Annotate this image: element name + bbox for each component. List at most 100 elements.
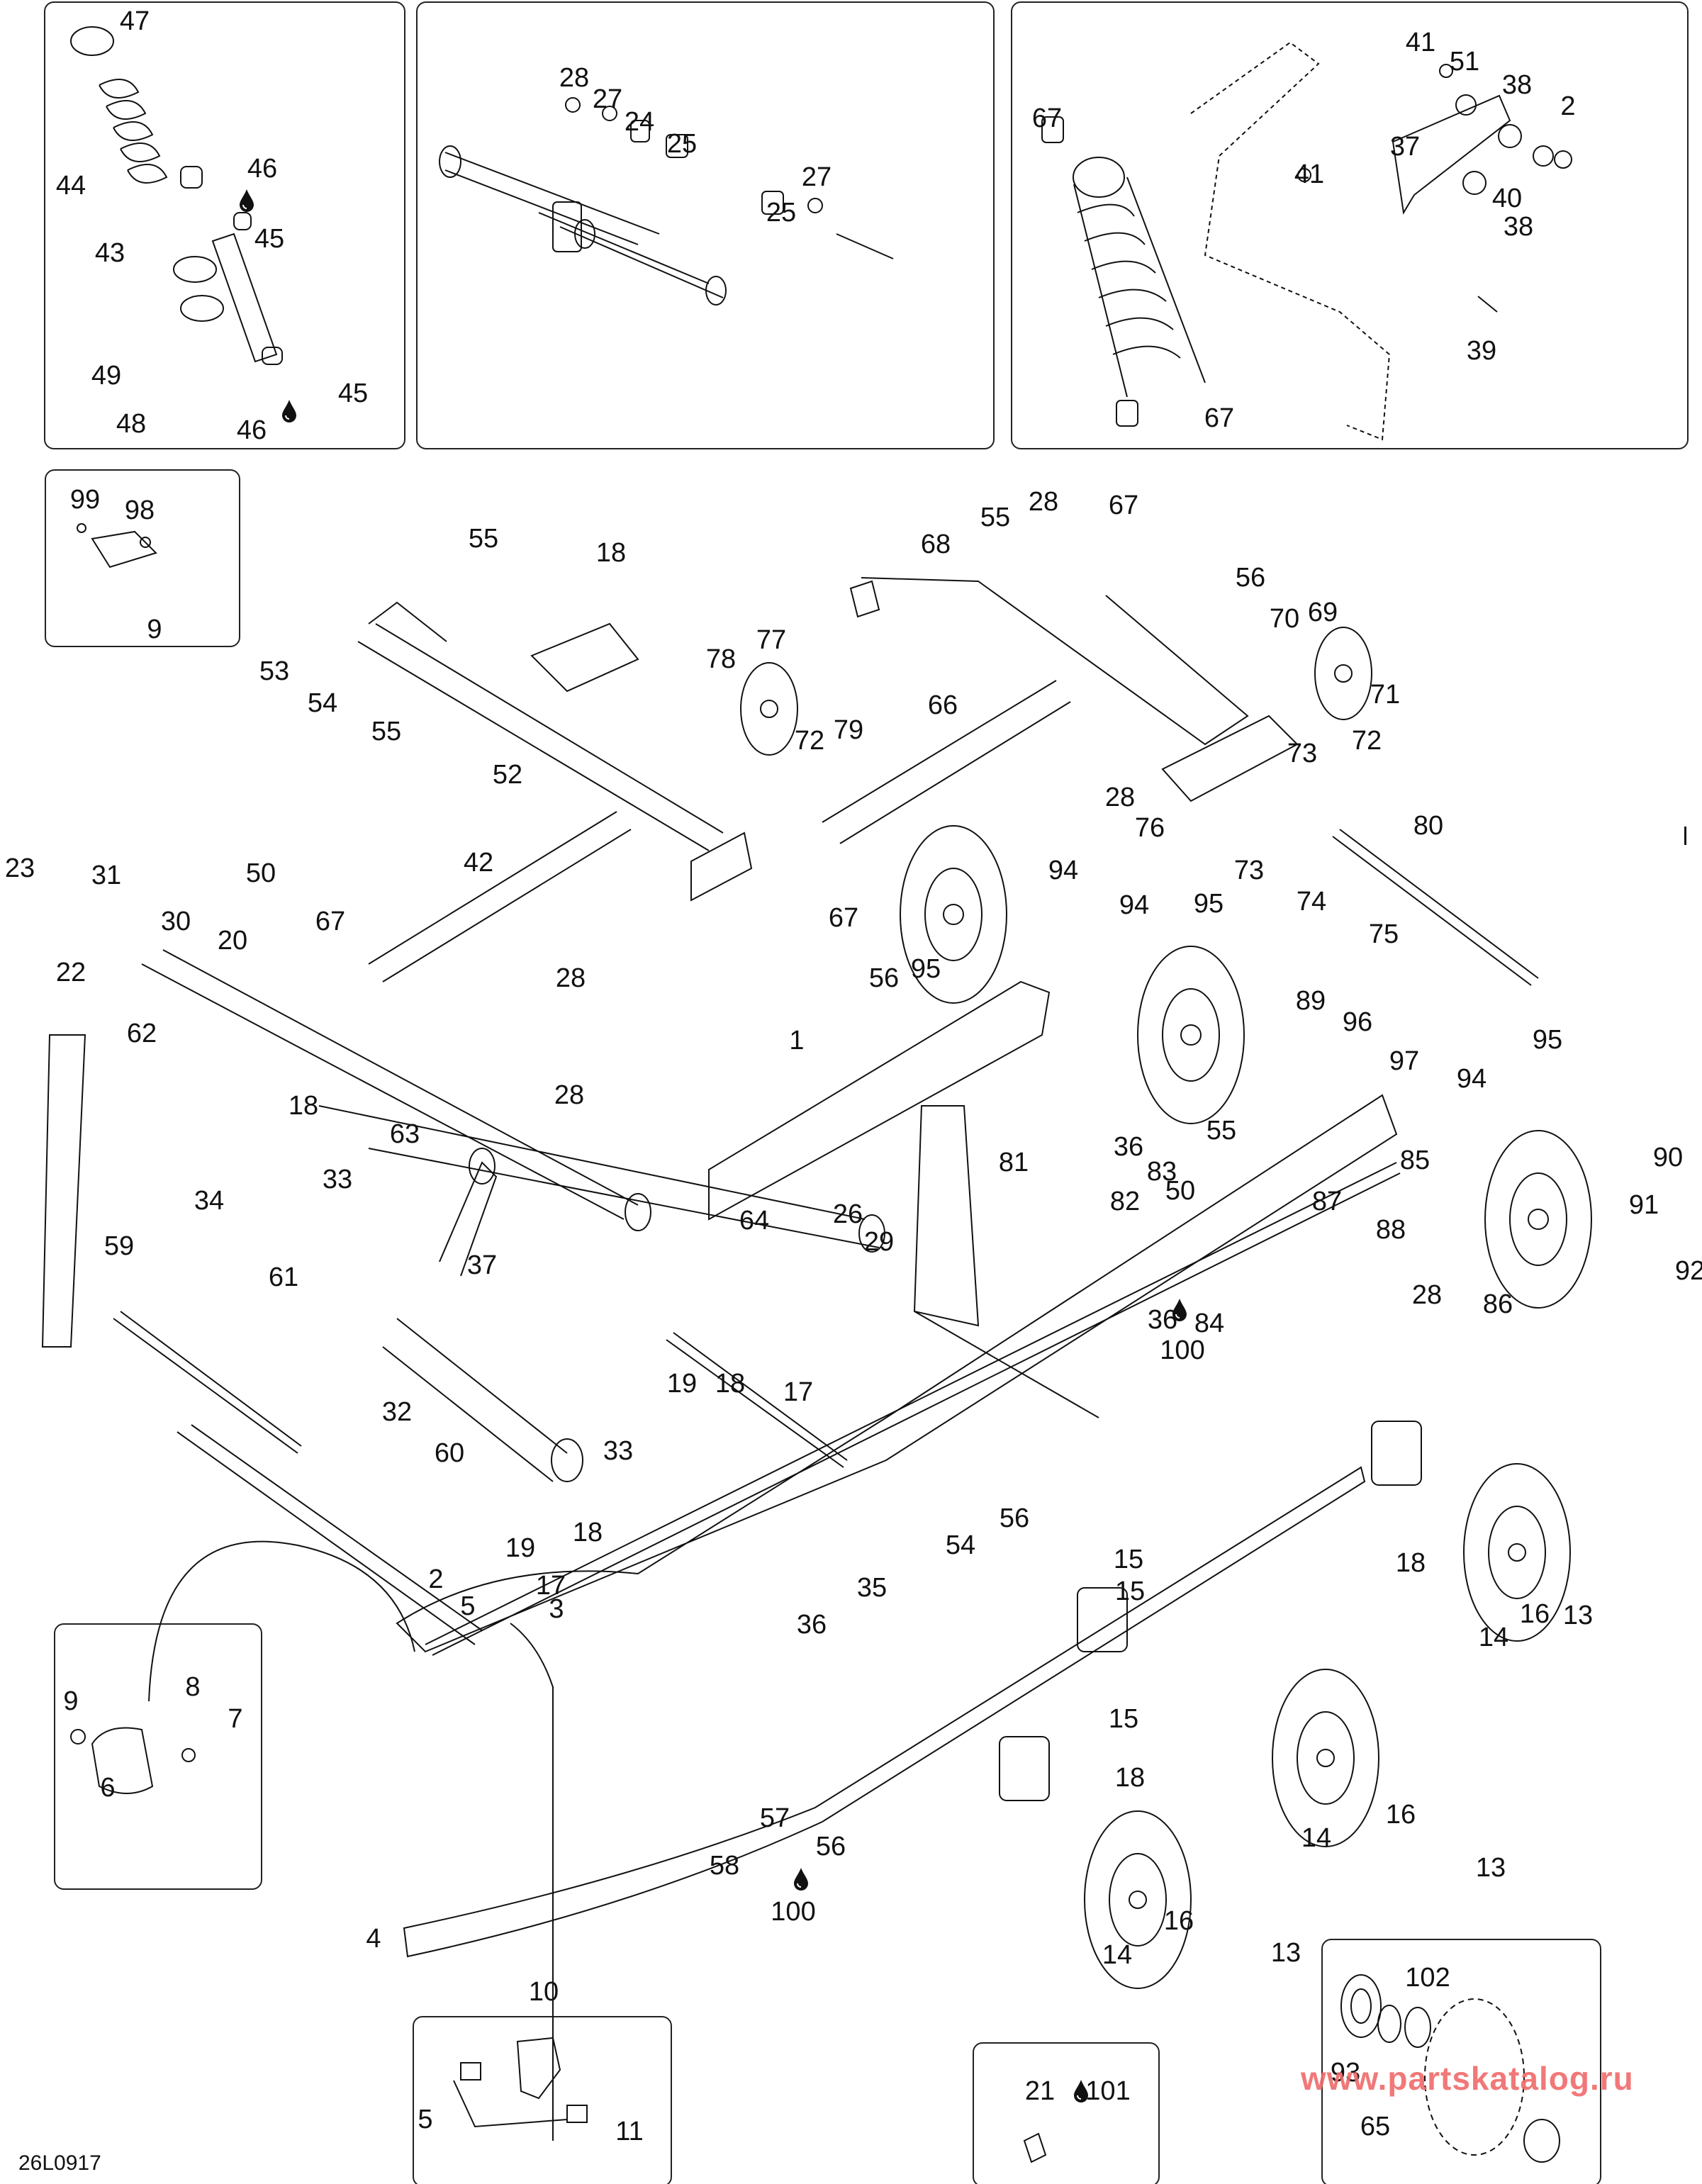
- callout-part-number: 33: [322, 1165, 353, 1194]
- callout-part-number: 68: [920, 530, 951, 559]
- callout-part-number: 56: [868, 963, 900, 993]
- callout-stopper-detail: 9: [63, 1686, 79, 1716]
- callout-part-number: 18: [1114, 1763, 1146, 1793]
- callout-part-number: 95: [910, 954, 941, 984]
- callout-part-number: 19: [505, 1533, 536, 1563]
- callout-part-number: 13: [1270, 1938, 1301, 1968]
- callout-part-number: 3: [549, 1594, 564, 1624]
- callout-part-number: 70: [1269, 604, 1300, 634]
- shock-spring-drawing: [70, 26, 283, 365]
- callout-part-number: 91: [1628, 1190, 1659, 1220]
- callout-front-arm-detail: 27: [592, 84, 623, 114]
- callout-part-number: 95: [1532, 1025, 1563, 1055]
- callout-part-number: 14: [1301, 1823, 1332, 1853]
- callout-part-number: 56: [815, 1832, 846, 1861]
- callout-rear-shock-detail: 41: [1405, 28, 1436, 57]
- callout-part-number: 14: [1478, 1623, 1509, 1652]
- callout-rear-shock-detail: 41: [1294, 159, 1325, 189]
- callout-part-number: 14: [1102, 1940, 1133, 1970]
- panel-bracket-detail: [45, 469, 240, 647]
- callout-part-number: 52: [492, 760, 523, 790]
- callout-rear-shock-detail: 67: [1204, 403, 1235, 433]
- callout-shock-detail: 44: [55, 171, 86, 201]
- callout-front-arm-detail: 25: [766, 198, 797, 228]
- callout-part-number: 54: [945, 1530, 976, 1560]
- panel-grease-fitting-detail: [973, 2042, 1160, 2184]
- callout-part-number: 55: [371, 717, 402, 746]
- callout-part-number: 90: [1652, 1143, 1684, 1172]
- callout-part-number: 88: [1375, 1215, 1406, 1245]
- callout-part-number: 95: [1193, 889, 1224, 919]
- callout-part-number: 66: [927, 690, 958, 720]
- callout-part-number: 94: [1456, 1064, 1487, 1094]
- callout-bracket-detail: 99: [69, 485, 101, 515]
- callout-part-number: 67: [315, 907, 346, 936]
- callout-part-number: 29: [863, 1227, 895, 1257]
- callout-front-arm-detail: 28: [559, 63, 590, 93]
- callout-part-number: 53: [259, 656, 290, 686]
- callout-part-number: 22: [55, 958, 86, 987]
- callout-slider-detail: 12: [453, 2182, 483, 2184]
- callout-part-number: 56: [1235, 563, 1266, 593]
- callout-part-number: 18: [1395, 1548, 1426, 1578]
- panel-wheel-bearing-detail: [1321, 1939, 1601, 2184]
- callout-part-number: 96: [1342, 1007, 1373, 1037]
- callout-shock-detail: 45: [337, 379, 369, 408]
- callout-part-number: 54: [307, 688, 338, 718]
- callout-part-number: 16: [1519, 1599, 1550, 1629]
- callout-part-number: 1: [789, 1026, 805, 1055]
- callout-part-number: 89: [1295, 986, 1326, 1016]
- callout-grease-fitting-detail: 21: [1024, 2076, 1056, 2106]
- callout-part-number: 36: [1147, 1305, 1178, 1335]
- callout-rear-shock-detail: 38: [1503, 212, 1534, 242]
- callout-part-number: 78: [705, 644, 737, 674]
- callout-part-number: 55: [468, 524, 499, 554]
- callout-part-number: 63: [389, 1119, 420, 1149]
- callout-rear-shock-detail: 51: [1449, 47, 1480, 77]
- callout-slider-detail: 10: [528, 1977, 559, 2007]
- callout-rear-shock-detail: 40: [1491, 184, 1523, 213]
- callout-part-number: 58: [709, 1851, 740, 1881]
- callout-part-number: 73: [1233, 856, 1265, 885]
- detail-art: [70, 1727, 1560, 2163]
- callout-part-number: 42: [463, 848, 494, 878]
- callout-rear-shock-detail: 37: [1389, 132, 1421, 162]
- callout-slider-detail: 11: [615, 2117, 644, 2146]
- callout-part-number: 36: [796, 1610, 827, 1640]
- callout-stopper-detail: 7: [228, 1704, 243, 1734]
- panel-front-arm-detail: [416, 1, 995, 449]
- callout-part-number: 15: [1113, 1545, 1144, 1574]
- callout-part-number: 67: [828, 903, 859, 933]
- callout-part-number: 30: [160, 907, 191, 936]
- callout-shock-detail: 45: [254, 224, 285, 254]
- callout-part-number: 97: [1389, 1046, 1420, 1076]
- callout-bracket-detail: 98: [124, 495, 155, 525]
- callout-part-number: 92: [1674, 1256, 1702, 1286]
- callout-bracket-detail: 9: [147, 615, 162, 644]
- callout-part-number: 82: [1109, 1187, 1141, 1216]
- callout-part-number: 16: [1385, 1800, 1416, 1830]
- callout-part-number: 55: [1206, 1116, 1237, 1146]
- callout-front-arm-detail: 24: [624, 107, 655, 137]
- callout-part-number: 28: [1104, 783, 1136, 812]
- callout-part-number: 61: [268, 1262, 299, 1292]
- callout-part-number: 55: [980, 503, 1011, 532]
- edge-mark: [1684, 827, 1686, 845]
- bracket-drawing: [77, 523, 157, 569]
- callout-part-number: 26: [832, 1199, 863, 1229]
- callout-stopper-detail: 6: [100, 1773, 116, 1803]
- callout-wheel-bearing-detail: 102: [1405, 1963, 1450, 1993]
- callout-part-number: 59: [103, 1231, 135, 1261]
- callout-part-number: 2: [428, 1564, 444, 1594]
- callout-part-number: 72: [794, 726, 825, 756]
- callout-part-number: 31: [91, 861, 122, 890]
- callout-part-number: 23: [4, 853, 35, 883]
- callout-part-number: 60: [434, 1438, 465, 1468]
- callout-part-number: 28: [1411, 1280, 1443, 1310]
- watermark: www.partskatalog.ru: [1301, 2060, 1634, 2097]
- panel-shock-detail: [44, 1, 405, 449]
- callout-part-number: 18: [595, 538, 627, 568]
- callout-part-number: 50: [245, 858, 276, 888]
- callout-part-number: 18: [288, 1091, 319, 1121]
